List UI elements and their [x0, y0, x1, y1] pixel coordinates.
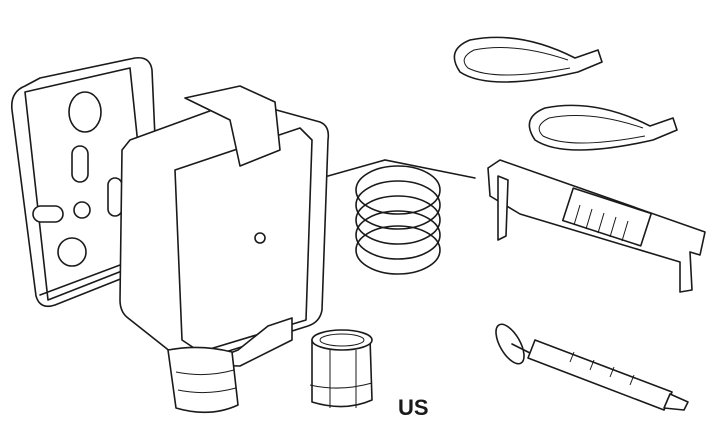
cable-tie — [453, 36, 603, 83]
region-label: US — [398, 395, 429, 420]
thermostat-housing — [119, 85, 330, 414]
cable-tie — [528, 104, 678, 151]
syringe — [495, 323, 689, 411]
sensor-clip — [487, 159, 706, 293]
adapter-fitting — [309, 329, 373, 408]
mounting-plate — [10, 56, 161, 308]
capillary-coil — [327, 159, 476, 275]
